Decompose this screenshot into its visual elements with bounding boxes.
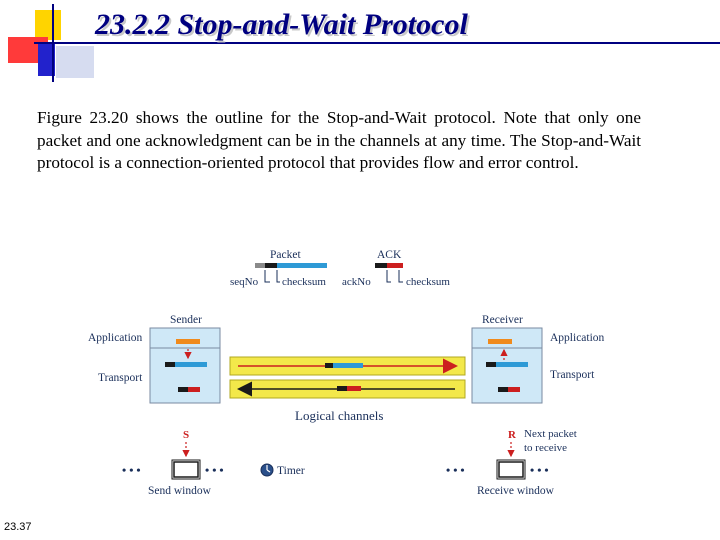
receiver-app-bar bbox=[488, 339, 512, 344]
body-paragraph: Figure 23.20 shows the outline for the S… bbox=[37, 108, 641, 173]
slide-title: 23.2.2 Stop-and-Wait Protocol bbox=[95, 8, 468, 41]
receiver-packet bbox=[486, 362, 528, 367]
send-window-frame bbox=[171, 459, 201, 480]
receive-ellipsis-left: • • • bbox=[446, 463, 465, 477]
timer-label: Timer bbox=[277, 465, 305, 477]
checksum-label-ack: checksum bbox=[406, 276, 450, 288]
packet-label: Packet bbox=[270, 249, 301, 261]
deco-light-square bbox=[56, 46, 94, 78]
transport-left-label: Transport bbox=[98, 372, 143, 384]
send-window-slot bbox=[173, 461, 199, 478]
ack-legend-bar bbox=[375, 263, 403, 268]
next-packet-label-line1: Next packet bbox=[524, 428, 577, 440]
sender-ack bbox=[178, 387, 200, 392]
sender-app-bar bbox=[176, 339, 200, 344]
deco-yellow-square bbox=[35, 10, 61, 40]
receiver-ack bbox=[498, 387, 520, 392]
application-right-label: Application bbox=[550, 332, 605, 344]
ack-label: ACK bbox=[377, 249, 402, 261]
s-marker: S bbox=[183, 429, 189, 441]
packet-legend-bar bbox=[255, 263, 327, 268]
receiver-label: Receiver bbox=[482, 314, 523, 326]
receive-ellipsis-right: • • • bbox=[530, 463, 549, 477]
sender-packet bbox=[165, 362, 207, 367]
transport-right-label: Transport bbox=[550, 369, 595, 381]
send-window-label: Send window bbox=[148, 485, 212, 497]
logical-channels-label: Logical channels bbox=[295, 408, 383, 423]
checksum-label-packet: checksum bbox=[282, 276, 326, 288]
next-packet-label-line2: to receive bbox=[524, 442, 567, 454]
backward-channel bbox=[229, 379, 466, 399]
r-marker: R bbox=[508, 429, 517, 441]
application-left-label: Application bbox=[88, 332, 143, 344]
sender-label: Sender bbox=[170, 314, 202, 326]
forward-channel bbox=[229, 356, 466, 376]
receive-window-frame bbox=[496, 459, 526, 480]
timer-icon bbox=[260, 463, 274, 477]
deco-blue-square bbox=[38, 44, 55, 76]
receive-window-label: Receive window bbox=[477, 485, 555, 497]
ackno-label: ackNo bbox=[342, 276, 371, 288]
deco-horizontal-line bbox=[34, 42, 720, 44]
seqno-label: seqNo bbox=[230, 276, 259, 288]
send-ellipsis-left: • • • bbox=[122, 463, 141, 477]
slide-number: 23.37 bbox=[4, 521, 32, 533]
receive-window-slot bbox=[498, 461, 524, 478]
send-ellipsis-right: • • • bbox=[205, 463, 224, 477]
